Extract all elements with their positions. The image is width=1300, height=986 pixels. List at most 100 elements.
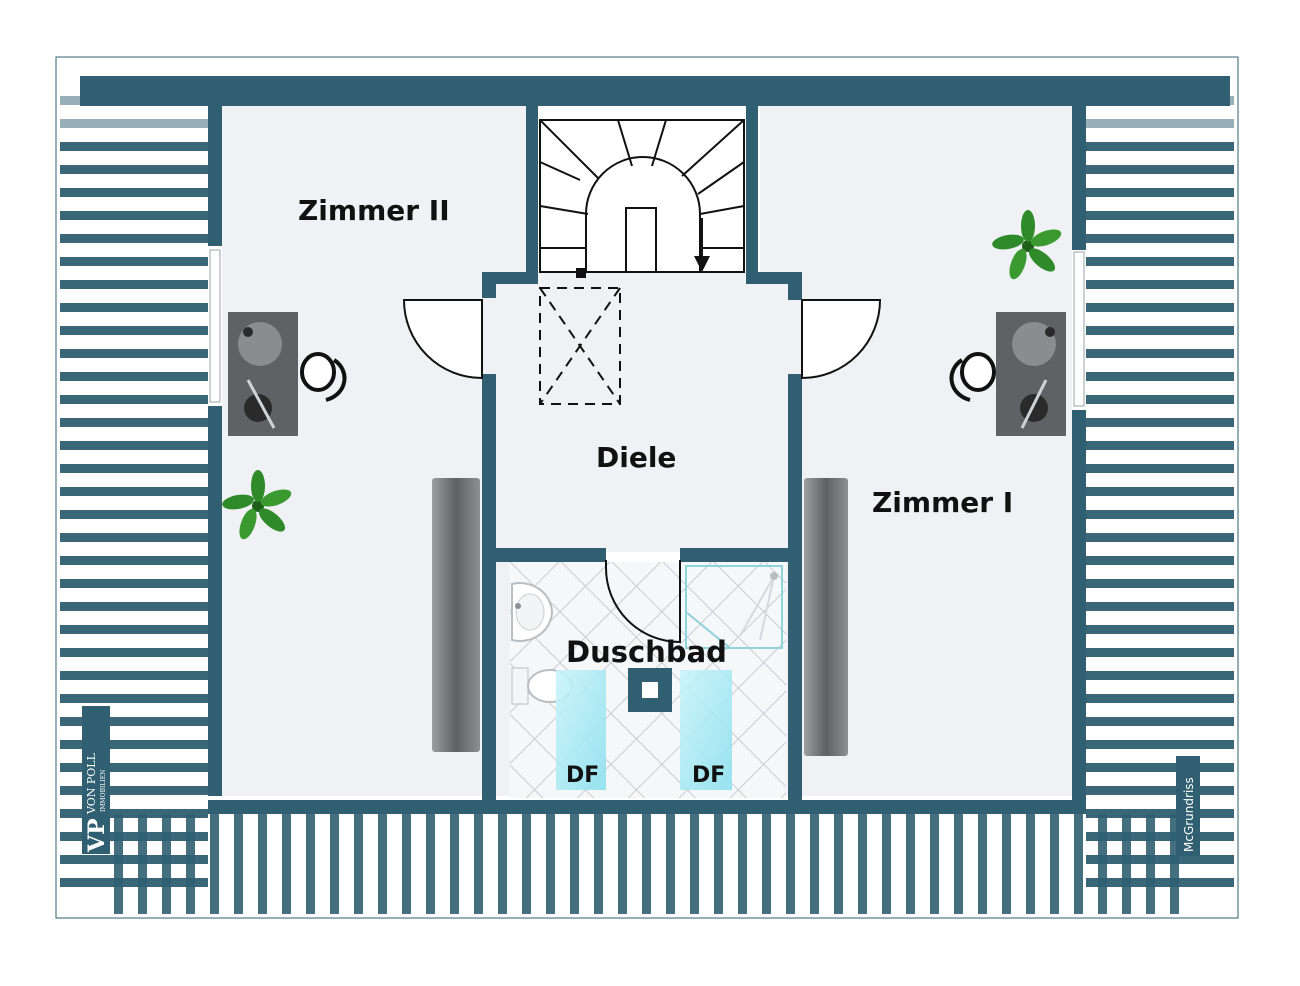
roof-stripe — [60, 487, 208, 496]
roof-stripe — [1086, 372, 1234, 381]
roof-stripe — [450, 814, 459, 914]
roof-stripe — [60, 786, 208, 795]
room-label-zimmer-ii: Zimmer II — [298, 194, 450, 227]
roof-stripe — [1086, 349, 1234, 358]
roof-stripe — [1086, 579, 1234, 588]
roof-stripe — [714, 814, 723, 914]
washbasin — [511, 582, 554, 642]
roof-stripe — [954, 814, 963, 914]
roof-stripe — [1086, 142, 1234, 151]
roof-stripes-left — [60, 96, 208, 887]
radiators — [432, 478, 848, 756]
roof-stripe — [60, 855, 208, 864]
room-label-zimmer-i: Zimmer I — [872, 486, 1013, 519]
skylight-1 — [556, 670, 606, 790]
roof-stripe — [60, 694, 208, 703]
roof-stripe — [60, 142, 208, 151]
skylight-2 — [680, 670, 732, 790]
desk-right — [996, 312, 1066, 436]
roof-stripe — [618, 814, 627, 914]
shower — [685, 565, 783, 649]
roof-stripe — [1098, 814, 1107, 914]
roof-stripe — [546, 814, 555, 914]
roof-stripe — [1086, 395, 1234, 404]
roof-stripe — [1086, 188, 1234, 197]
roof-stripe — [60, 119, 208, 128]
roof-stripe — [60, 441, 208, 450]
roof-stripe — [60, 188, 208, 197]
roof-stripe — [60, 717, 208, 726]
logo-sub: IMMOBILIEN — [100, 770, 107, 812]
roof-stripe — [570, 814, 579, 914]
roof-stripe — [1086, 717, 1234, 726]
roof-top-band — [80, 76, 1230, 106]
roof-stripe — [114, 814, 123, 914]
roof-stripe — [1086, 510, 1234, 519]
roof-stripe — [810, 814, 819, 914]
roof-stripe — [1050, 814, 1059, 914]
toilet — [511, 667, 573, 705]
roof-stripe — [60, 832, 208, 841]
roof-stripe — [738, 814, 747, 914]
roof-stripe — [522, 814, 531, 914]
roof-stripe — [186, 814, 195, 914]
roof-stripe — [402, 814, 411, 914]
roof-stripe — [1086, 855, 1234, 864]
roof-stripe — [1086, 119, 1234, 128]
roof-stripe — [60, 533, 208, 542]
roof-stripe — [60, 280, 208, 289]
roof-stripe — [426, 814, 435, 914]
roof-stripe — [378, 814, 387, 914]
roof-stripe — [60, 809, 208, 818]
roof-stripe — [60, 510, 208, 519]
shaft-opening — [642, 682, 658, 698]
roof-stripe — [1086, 96, 1234, 105]
roof-stripe — [60, 556, 208, 565]
roof-stripe — [60, 579, 208, 588]
roof-stripe — [858, 814, 867, 914]
skylight-label-1: DF — [566, 763, 599, 788]
roof-stripe — [690, 814, 699, 914]
roof-stripe — [1086, 671, 1234, 680]
roof-stripe — [1086, 694, 1234, 703]
roof-stripe — [60, 349, 208, 358]
roof-stripe — [1086, 257, 1234, 266]
roof-stripe — [1086, 878, 1234, 887]
roof-stripe — [1086, 625, 1234, 634]
roof-stripe — [60, 211, 208, 220]
roof-stripe — [666, 814, 675, 914]
roof-stripe — [1086, 556, 1234, 565]
chair-left — [300, 352, 347, 402]
skylight-label-2: DF — [692, 763, 725, 788]
roof-stripe — [60, 464, 208, 473]
roof-stripe — [60, 878, 208, 887]
roof-stripe — [60, 326, 208, 335]
roof-stripe — [1086, 763, 1234, 772]
logo-name: VON POLL — [85, 752, 98, 815]
skylights — [556, 670, 732, 790]
roof-stripe — [834, 814, 843, 914]
roof-stripe — [1074, 814, 1083, 914]
roof-stripe — [1086, 487, 1234, 496]
roof-stripe — [1086, 740, 1234, 749]
roof-stripe — [594, 814, 603, 914]
roof-stripe — [210, 814, 219, 914]
roof-stripe — [162, 814, 171, 914]
doors — [402, 299, 882, 644]
roof-stripe — [1086, 786, 1234, 795]
roof-stripe — [1026, 814, 1035, 914]
roof-stripe — [60, 257, 208, 266]
roof-stripe — [60, 740, 208, 749]
roof-stripe — [762, 814, 771, 914]
roof-stripe — [306, 814, 315, 914]
roof-stripe — [1002, 814, 1011, 914]
roof-stripe — [1086, 211, 1234, 220]
roof-stripe — [258, 814, 267, 914]
roof-stripe — [1170, 814, 1179, 914]
roof-stripe — [60, 648, 208, 657]
roof-stripe — [474, 814, 483, 914]
roof-stripe — [282, 814, 291, 914]
roof-stripe — [1086, 326, 1234, 335]
windows — [209, 249, 1085, 407]
